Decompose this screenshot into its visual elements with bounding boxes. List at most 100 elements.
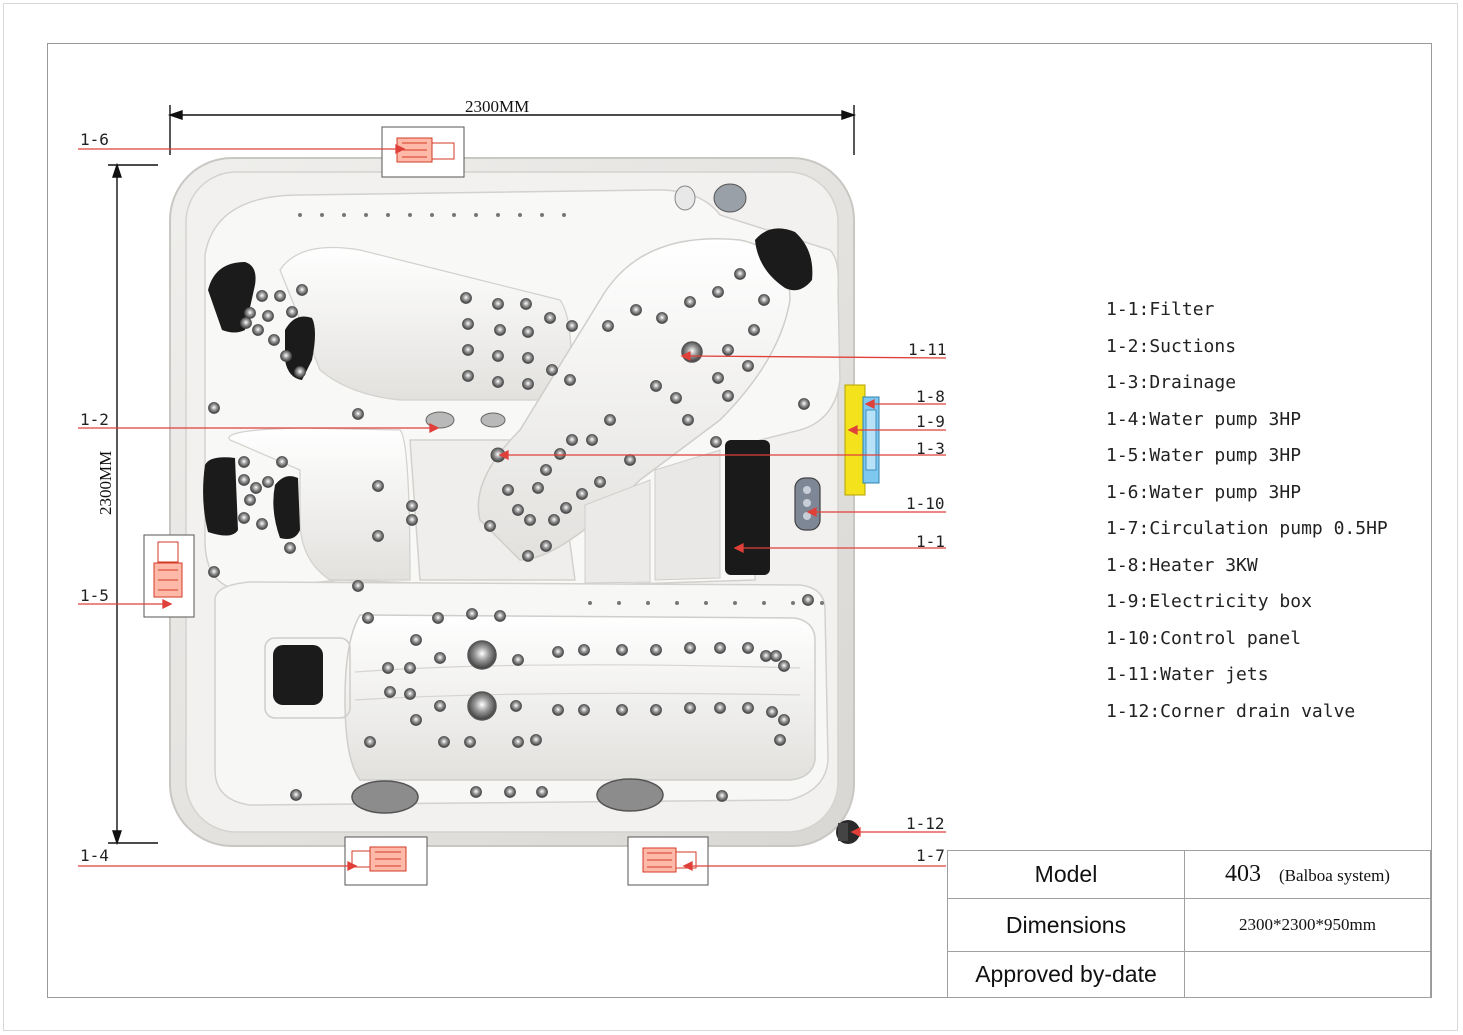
water-jet <box>492 350 504 362</box>
air-jet <box>617 601 621 605</box>
water-jet <box>520 298 532 310</box>
width-dimension <box>167 105 857 155</box>
callout-1-6: 1-6 <box>80 130 109 149</box>
corner-drain-valve <box>836 820 860 844</box>
air-jet <box>364 213 368 217</box>
water-jet <box>766 706 778 718</box>
legend-item: 1-3:Drainage <box>1106 372 1237 393</box>
air-jet <box>588 601 592 605</box>
water-jet <box>460 292 472 304</box>
callout-1-7: 1-7 <box>916 846 945 865</box>
water-jet <box>578 704 590 716</box>
height-dimension-label: 2300MM <box>96 450 115 515</box>
water-jet <box>208 566 220 578</box>
water-jet <box>252 324 264 336</box>
water-jet <box>410 634 422 646</box>
callout-1-12: 1-12 <box>906 814 945 833</box>
drawing-frame <box>47 43 1432 998</box>
air-jet <box>704 601 708 605</box>
water-jet <box>244 494 256 506</box>
legend-item: 1-1:Filter <box>1106 299 1215 320</box>
water-jet <box>734 268 746 280</box>
air-jet <box>408 213 412 217</box>
callout-1-9: 1-9 <box>916 412 945 431</box>
water-jet <box>438 736 450 748</box>
water-jet <box>684 702 696 714</box>
model-label: Model <box>947 850 1185 899</box>
water-jet <box>404 662 416 674</box>
water-jet <box>262 476 274 488</box>
water-jet <box>522 326 534 338</box>
water-jet <box>798 398 810 410</box>
water-jet <box>714 702 726 714</box>
title-block: Model 403(Balboa system) Dimensions 2300… <box>947 850 1431 998</box>
water-jet <box>670 392 682 404</box>
water-jet <box>238 456 250 468</box>
air-jet <box>562 213 566 217</box>
air-jet <box>518 213 522 217</box>
air-jet <box>386 213 390 217</box>
water-jet <box>684 642 696 654</box>
air-jet <box>675 601 679 605</box>
water-jet <box>362 612 374 624</box>
water-jet <box>778 714 790 726</box>
callout-1-10: 1-10 <box>906 494 945 513</box>
water-jet <box>434 700 446 712</box>
water-jet <box>576 488 588 500</box>
water-jet <box>462 344 474 356</box>
water-jet <box>770 650 782 662</box>
water-jet <box>434 652 446 664</box>
water-jet <box>616 644 628 656</box>
suctions <box>425 411 506 429</box>
water-jet <box>722 344 734 356</box>
water-jet <box>404 688 416 700</box>
air-jet <box>430 213 434 217</box>
water-jet <box>244 307 256 319</box>
air-jet <box>646 601 650 605</box>
component-legend: 1-1:Filter 1-2:Suctions 1-3:Drainage 1-4… <box>1106 292 1388 730</box>
callout-1-11: 1-11 <box>908 340 947 359</box>
water-jet <box>712 372 724 384</box>
water-jet <box>466 608 478 620</box>
approved-value <box>1184 951 1431 998</box>
model-value-cell: 403(Balboa system) <box>1184 850 1431 899</box>
water-jet <box>560 502 572 514</box>
pump-1-6 <box>381 126 465 178</box>
water-jet <box>494 324 506 336</box>
water-jet <box>522 550 534 562</box>
callout-1-5: 1-5 <box>80 586 109 605</box>
water-jet <box>802 594 814 606</box>
water-jet <box>604 414 616 426</box>
water-jet <box>552 646 564 658</box>
water-jet <box>240 317 252 329</box>
water-jet <box>760 650 772 662</box>
water-jet <box>406 514 418 526</box>
water-jet <box>256 290 268 302</box>
water-jet <box>624 454 636 466</box>
legend-item: 1-7:Circulation pump 0.5HP <box>1106 518 1388 539</box>
legend-item: 1-2:Suctions <box>1106 335 1237 357</box>
water-jet <box>510 700 522 712</box>
legend-item: 1-11:Water jets <box>1106 664 1269 685</box>
water-jet <box>296 284 308 296</box>
water-jet <box>462 370 474 382</box>
water-jet <box>410 714 422 726</box>
water-jet <box>276 456 288 468</box>
water-jet <box>492 376 504 388</box>
air-jet <box>820 601 824 605</box>
water-jet <box>256 518 268 530</box>
water-jet <box>552 704 564 716</box>
legend-item: 1-5:Water pump 3HP <box>1106 445 1302 466</box>
water-jet <box>464 736 476 748</box>
water-jet <box>656 312 668 324</box>
water-jet <box>406 500 418 512</box>
water-jet <box>294 366 306 378</box>
water-jet <box>280 350 292 362</box>
water-jet <box>512 654 524 666</box>
water-jet <box>208 402 220 414</box>
air-jet <box>474 213 478 217</box>
air-jet <box>762 601 766 605</box>
water-jet <box>650 644 662 656</box>
control-panel <box>794 477 821 531</box>
